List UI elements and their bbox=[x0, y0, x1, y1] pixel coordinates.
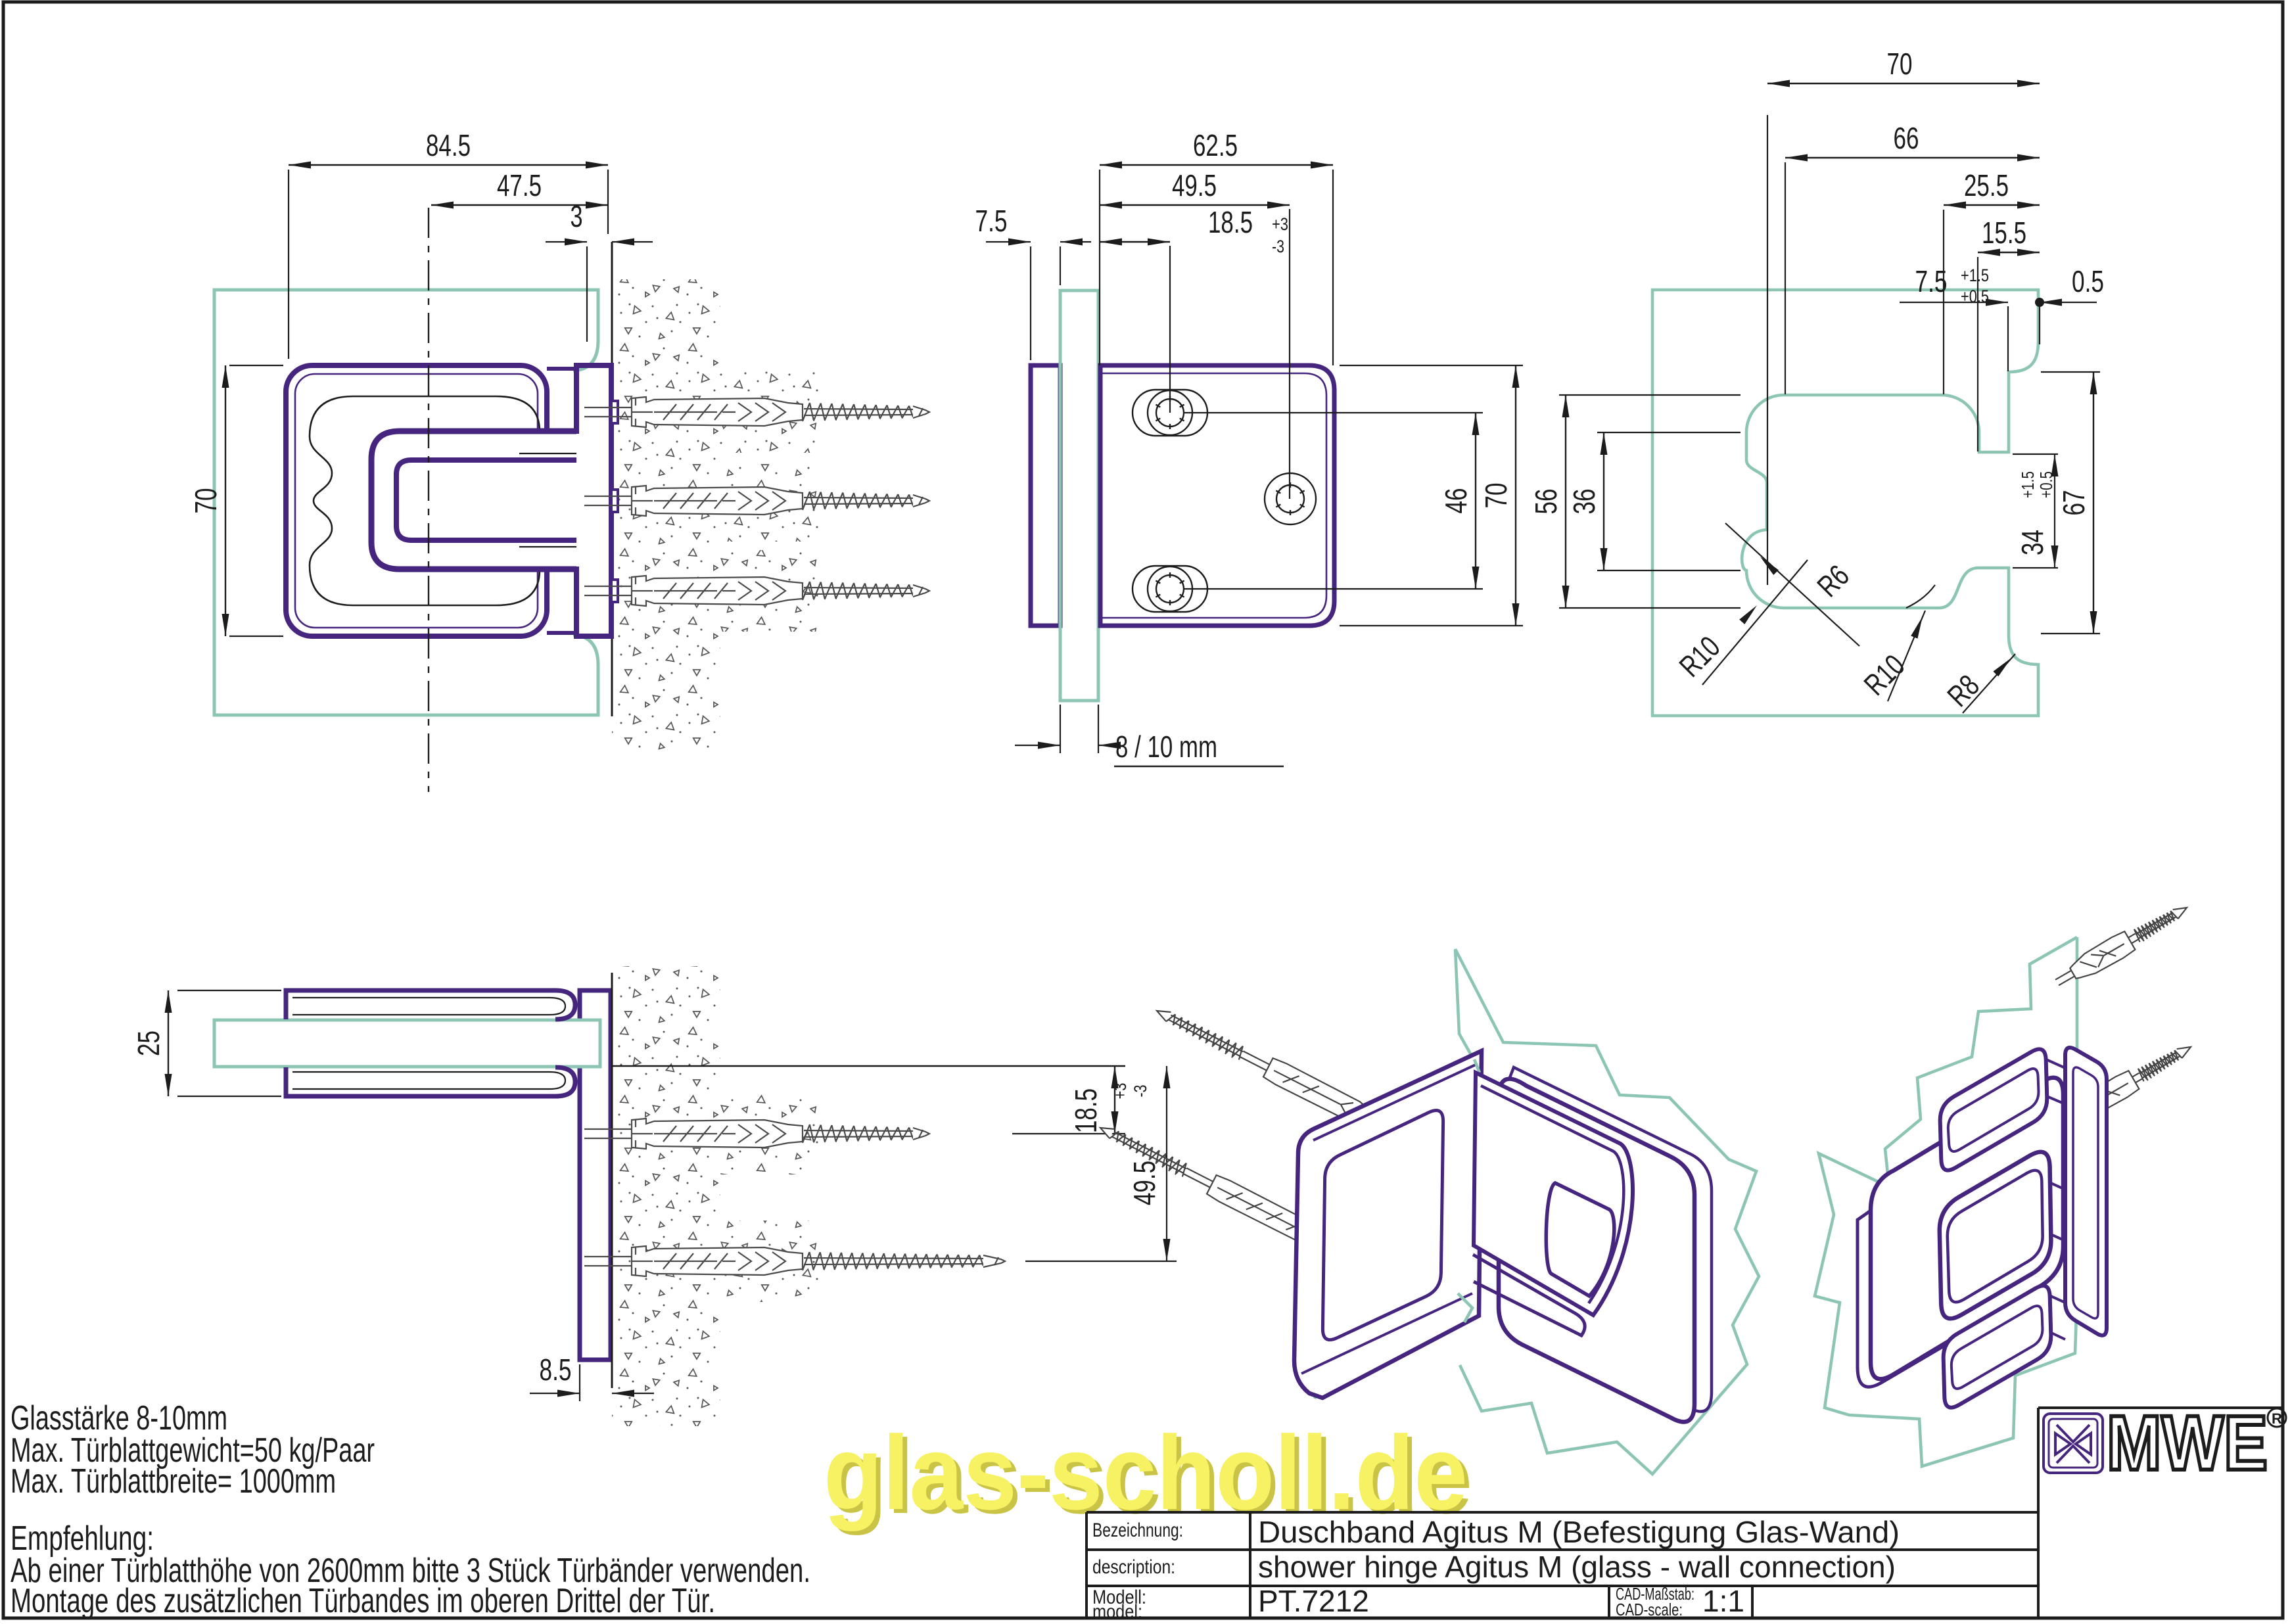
svg-text:MWE: MWE bbox=[2107, 1400, 2268, 1487]
svg-text:+3: +3 bbox=[1272, 214, 1288, 234]
svg-text:25: 25 bbox=[131, 1031, 166, 1056]
svg-text:PT.7212: PT.7212 bbox=[1258, 1584, 1369, 1618]
svg-text:-3: -3 bbox=[1131, 1085, 1150, 1098]
svg-text:-3: -3 bbox=[1272, 237, 1284, 256]
svg-text:description:: description: bbox=[1092, 1556, 1175, 1578]
svg-text:+0.5: +0.5 bbox=[2036, 471, 2056, 498]
svg-text:Duschband Agitus M (Befestigun: Duschband Agitus M (Befestigung Glas-Wan… bbox=[1258, 1515, 1900, 1549]
svg-text:49.5: 49.5 bbox=[1127, 1161, 1161, 1205]
svg-text:Bezeichnung:: Bezeichnung: bbox=[1092, 1520, 1183, 1541]
svg-text:glas-scholl.de: glas-scholl.de bbox=[824, 1414, 1468, 1531]
svg-text:+1.5: +1.5 bbox=[1961, 266, 1989, 285]
svg-text:+0.5: +0.5 bbox=[1961, 287, 1989, 306]
svg-text:+1.5: +1.5 bbox=[2018, 471, 2038, 498]
svg-text:7.5: 7.5 bbox=[1915, 264, 1948, 298]
svg-text:49.5: 49.5 bbox=[1172, 168, 1217, 202]
svg-text:8 / 10 mm: 8 / 10 mm bbox=[1115, 730, 1217, 764]
svg-text:glas-scholl.de: glas-scholl.de bbox=[828, 1418, 1472, 1535]
svg-text:70: 70 bbox=[1887, 47, 1913, 81]
svg-text:66: 66 bbox=[1894, 121, 1919, 155]
svg-text:18.5: 18.5 bbox=[1069, 1088, 1103, 1133]
svg-text:Max. Türblattbreite= 1000mm: Max. Türblattbreite= 1000mm bbox=[11, 1462, 336, 1500]
svg-text:Ab einer Türblatthöhe von 2600: Ab einer Türblatthöhe von 2600mm bitte 3… bbox=[11, 1552, 810, 1590]
svg-text:3: 3 bbox=[571, 199, 583, 233]
svg-text:Modell:: Modell: bbox=[1092, 1587, 1146, 1608]
svg-text:46: 46 bbox=[1439, 488, 1473, 514]
svg-text:15.5: 15.5 bbox=[1982, 216, 2026, 250]
svg-text:36: 36 bbox=[1567, 489, 1601, 515]
svg-text:18.5: 18.5 bbox=[1208, 205, 1253, 239]
svg-text:model:: model: bbox=[1092, 1601, 1142, 1621]
svg-text:47.5: 47.5 bbox=[497, 168, 542, 202]
svg-text:8.5: 8.5 bbox=[540, 1353, 572, 1387]
svg-text:Max. Türblattgewicht=50 kg/Paa: Max. Türblattgewicht=50 kg/Paar bbox=[11, 1431, 375, 1470]
svg-text:+3: +3 bbox=[1110, 1083, 1130, 1100]
svg-text:67: 67 bbox=[2057, 490, 2091, 516]
svg-text:56: 56 bbox=[1529, 489, 1563, 515]
svg-text:1:1: 1:1 bbox=[1702, 1584, 1744, 1618]
svg-text:shower hinge Agitus M (glass -: shower hinge Agitus M (glass - wall conn… bbox=[1258, 1550, 1896, 1584]
svg-text:0.5: 0.5 bbox=[2072, 264, 2104, 298]
svg-text:34: 34 bbox=[2015, 530, 2049, 555]
svg-text:CAD-Maßstab:: CAD-Maßstab: bbox=[1616, 1584, 1694, 1604]
svg-text:Montage des zusätzlichen Türba: Montage des zusätzlichen Türbandes im ob… bbox=[11, 1582, 715, 1620]
svg-text:62.5: 62.5 bbox=[1193, 128, 1238, 162]
svg-text:25.5: 25.5 bbox=[1964, 168, 2009, 202]
svg-text:Empfehlung:: Empfehlung: bbox=[11, 1520, 154, 1558]
svg-text:CAD-scale:: CAD-scale: bbox=[1616, 1600, 1683, 1619]
svg-text:84.5: 84.5 bbox=[426, 128, 471, 162]
svg-text:R: R bbox=[2272, 1410, 2282, 1427]
svg-text:70: 70 bbox=[1479, 483, 1513, 509]
svg-text:7.5: 7.5 bbox=[975, 204, 1008, 238]
svg-text:Glasstärke 8-10mm: Glasstärke 8-10mm bbox=[11, 1399, 227, 1437]
svg-text:70: 70 bbox=[189, 488, 223, 514]
